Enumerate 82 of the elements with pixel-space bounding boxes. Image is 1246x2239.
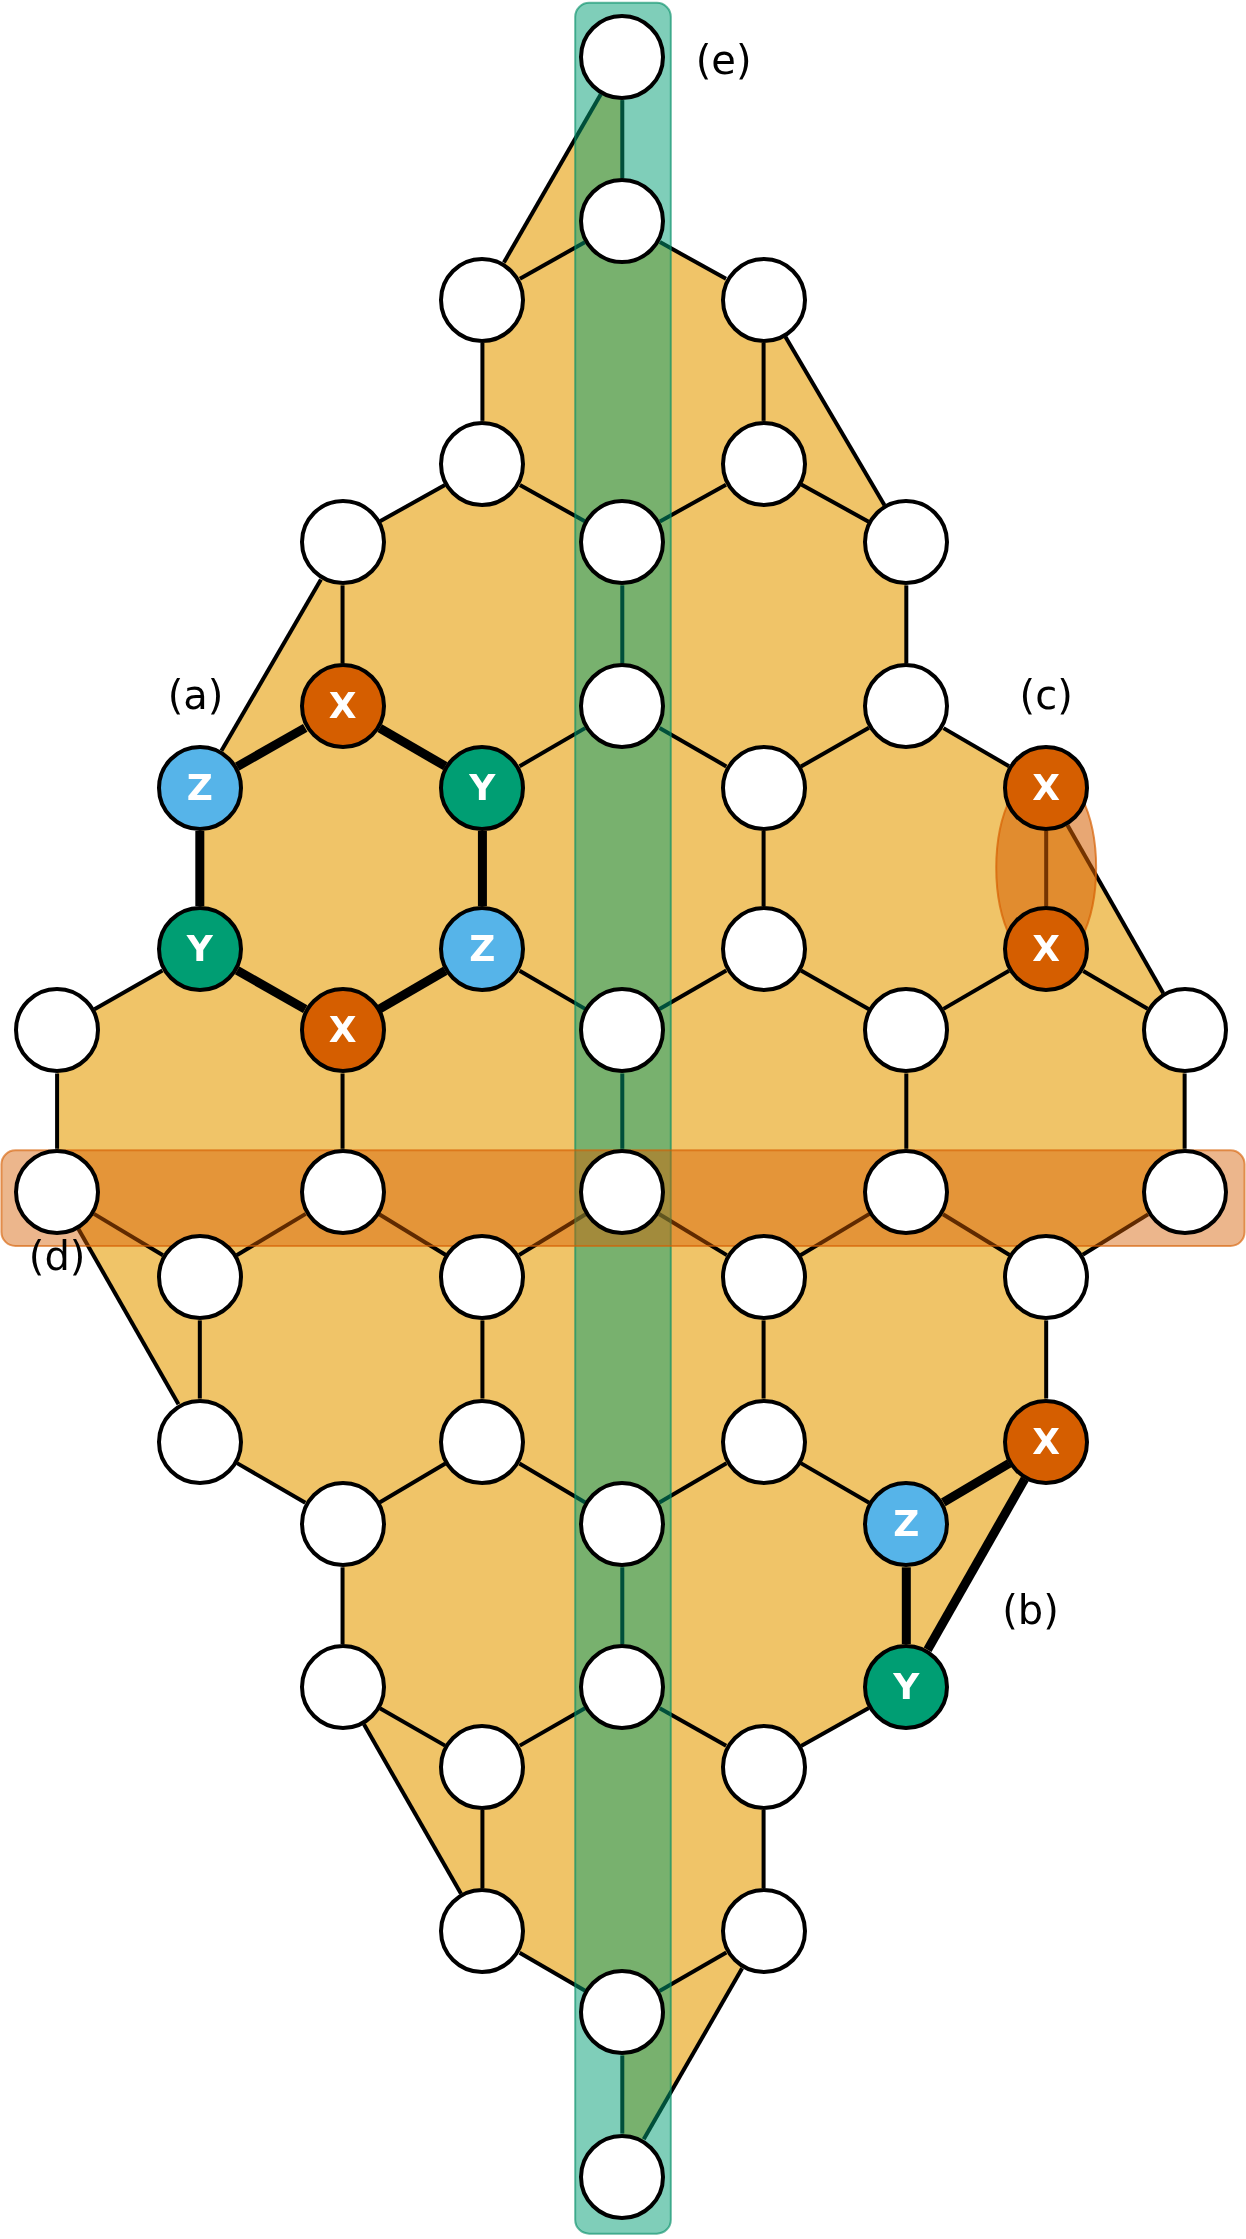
- edge-line: [799, 1212, 871, 1257]
- edge-line: [942, 726, 1010, 768]
- edge-line: [340, 585, 345, 664]
- edge-line: [1044, 830, 1049, 907]
- edge-line: [234, 723, 308, 771]
- edge-line: [480, 342, 485, 421]
- edge-line: [480, 1320, 485, 1399]
- edge-line: [658, 483, 727, 524]
- edge-line: [378, 1706, 447, 1748]
- edge-line: [234, 966, 308, 1014]
- edge-line: [799, 726, 870, 769]
- node-circle: X: [1003, 744, 1090, 831]
- edge-line: [942, 969, 1010, 1011]
- edge-line: [378, 1461, 447, 1505]
- edge-line: [941, 1459, 1012, 1507]
- edge-line: [620, 100, 625, 179]
- node-circle: Y: [863, 1644, 950, 1730]
- edge-line: [761, 342, 766, 421]
- edge-line: [219, 578, 323, 752]
- edge-line: [518, 1950, 587, 1993]
- edge-line: [93, 968, 164, 1011]
- edge-line: [1082, 969, 1149, 1011]
- edge-line: [518, 1461, 587, 1505]
- edge-line: [55, 1073, 60, 1149]
- edge-line: [783, 335, 887, 507]
- edge-line: [235, 1212, 307, 1257]
- edge-line: [379, 483, 446, 524]
- edge-line: [477, 830, 487, 907]
- edge-line: [658, 726, 728, 769]
- edge-line: [800, 1706, 870, 1748]
- edge-line: [642, 1967, 744, 2141]
- edge-line: [1044, 1320, 1049, 1399]
- edge-line: [620, 585, 625, 664]
- edge-line: [518, 726, 587, 768]
- edge-line: [502, 93, 603, 264]
- edge-line: [236, 1461, 307, 1505]
- edge-line: [799, 1461, 871, 1505]
- edge-line: [340, 1073, 345, 1149]
- panel-label: (d): [28, 1233, 86, 1279]
- edge-line: [340, 1567, 345, 1644]
- edge-line: [518, 1706, 586, 1748]
- panel-label: (a): [167, 672, 224, 719]
- edge-line: [620, 2055, 625, 2134]
- panel-label: (c): [1019, 672, 1073, 719]
- edge-line: [518, 483, 586, 524]
- edge-line: [658, 1461, 728, 1505]
- edge-line: [195, 830, 205, 907]
- edge-line: [377, 724, 448, 771]
- edge-line: [904, 585, 909, 664]
- edge-line: [658, 1706, 728, 1748]
- edge-line: [901, 1567, 911, 1644]
- edge-line: [923, 1476, 1029, 1652]
- node-circle: Z: [156, 744, 243, 831]
- edge-line: [518, 240, 586, 281]
- edge-line: [1065, 824, 1166, 995]
- edge-line: [76, 1228, 181, 1406]
- edge-line: [518, 969, 587, 1011]
- edge-line: [658, 1212, 728, 1257]
- edge-line: [761, 1809, 766, 1889]
- panel-label: (e): [695, 36, 752, 83]
- edge-line: [92, 1212, 164, 1257]
- edge-line: [197, 1320, 202, 1399]
- edge-line: [1182, 1073, 1187, 1149]
- node-circle: [579, 14, 666, 101]
- edge-line: [362, 1723, 463, 1895]
- edge-line: [620, 1567, 625, 1644]
- edge-line: [761, 1320, 766, 1399]
- edge-line: [377, 966, 448, 1013]
- edge-line: [941, 1212, 1011, 1257]
- edge-line: [378, 1212, 447, 1257]
- panel-label: (b): [1002, 1586, 1059, 1633]
- edge-line: [800, 482, 870, 524]
- edge-line: [1081, 1212, 1150, 1257]
- edge-line: [904, 1073, 909, 1149]
- edge-line: [620, 1073, 625, 1149]
- edge-line: [658, 968, 728, 1011]
- edge-line: [658, 240, 727, 281]
- edge-line: [480, 1809, 485, 1889]
- edge-line: [658, 1950, 728, 1993]
- edge-line: [761, 830, 766, 907]
- edge-line: [799, 968, 870, 1011]
- edge-line: [518, 1212, 587, 1257]
